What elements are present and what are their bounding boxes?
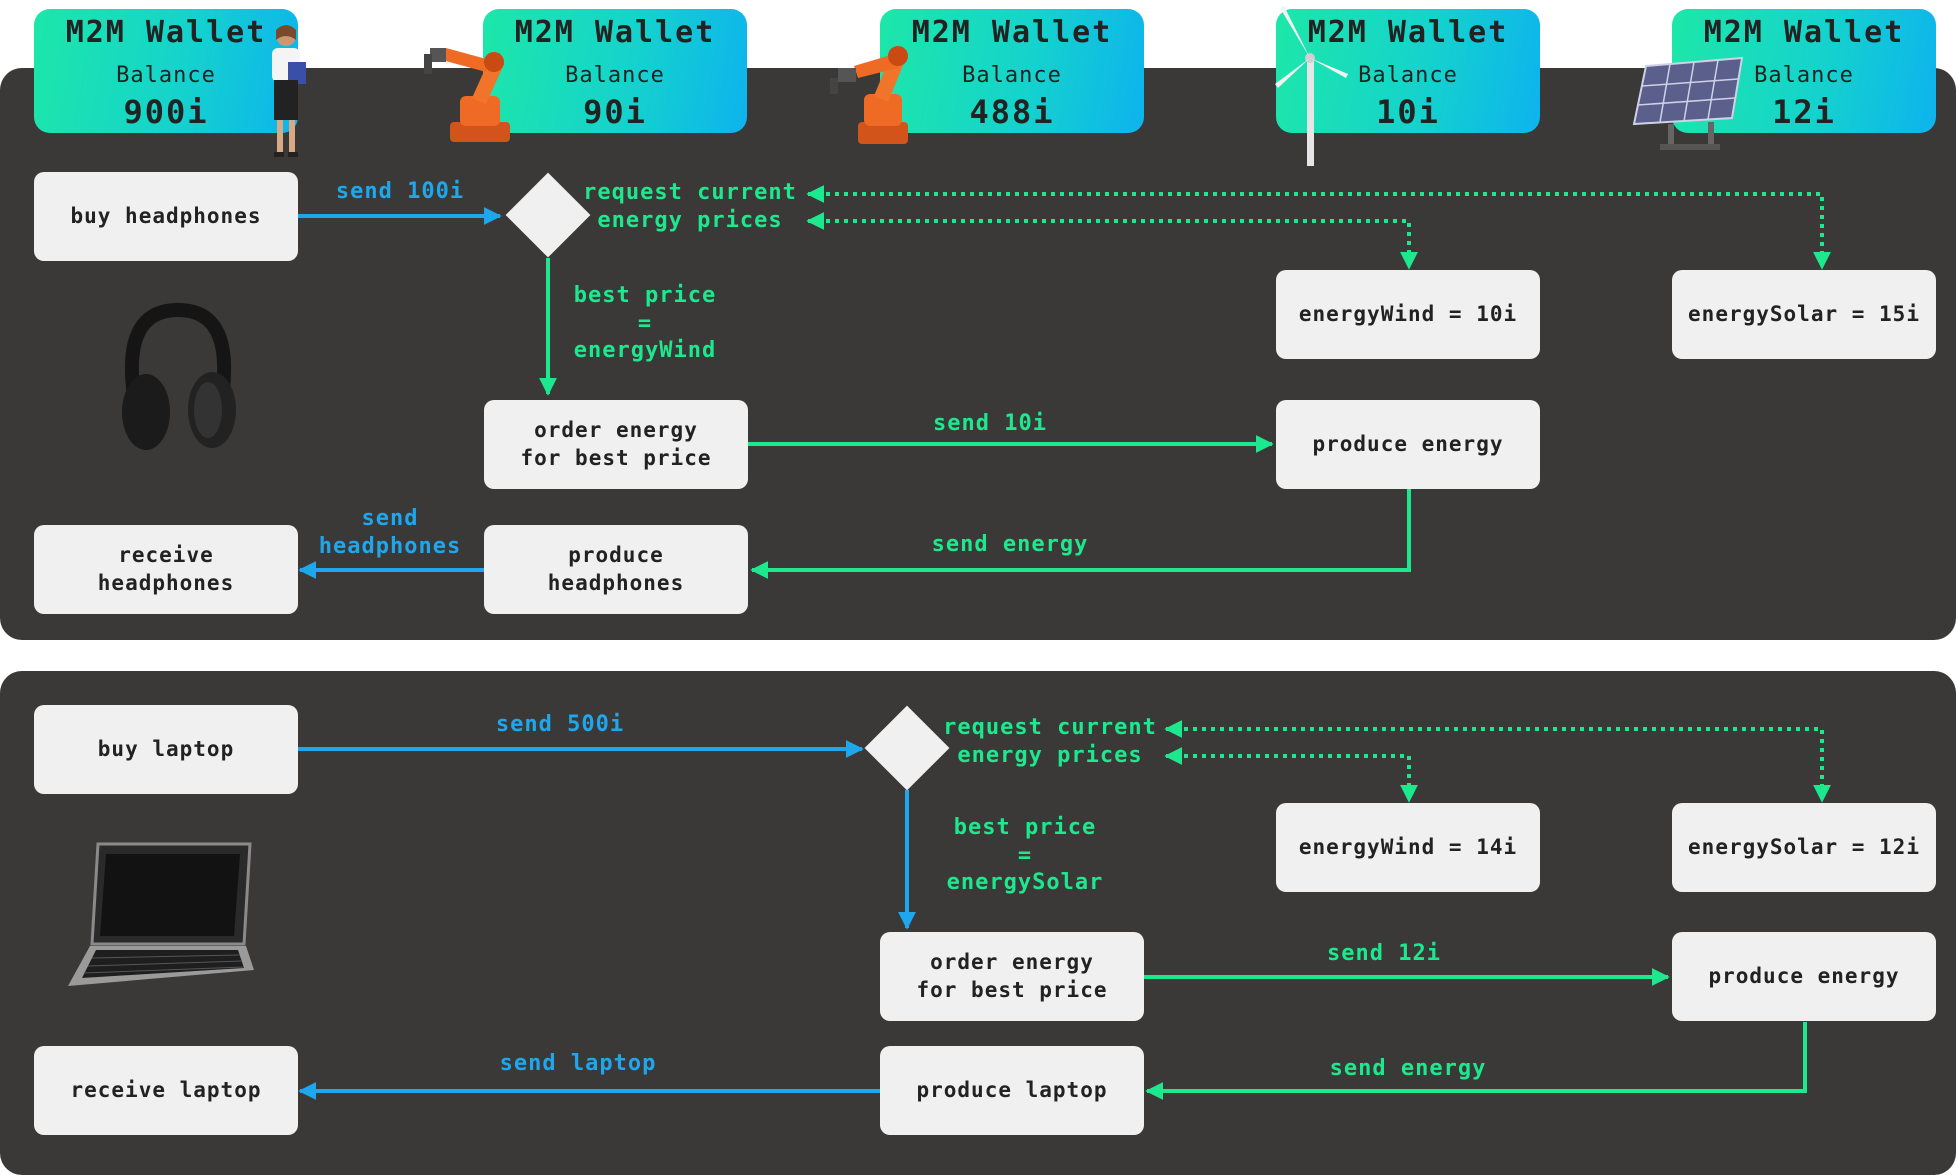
robot-arm-icon <box>424 48 510 142</box>
request-prices-label: request current energy prices <box>943 715 1157 768</box>
best-price-label: best price = energySolar <box>946 815 1104 895</box>
produce-energy-box: produce energy <box>1276 400 1540 489</box>
arrow-energy-to-produce-item-bottom <box>1145 1022 1807 1100</box>
send-product-label: send laptop <box>499 1051 657 1076</box>
receive-laptop-box: receive laptop <box>34 1046 298 1135</box>
send-payment-label: send 100i <box>335 179 465 204</box>
buy-headphones-box: buy headphones <box>34 172 298 261</box>
wallet-balance-value: 488i <box>969 93 1055 131</box>
arrow-energy-to-produce-item <box>750 489 1411 579</box>
wallet-title: M2M Wallet <box>514 15 716 50</box>
produce-laptop-box: produce laptop <box>880 1046 1144 1135</box>
order-energy-box: order energy for best price <box>484 400 748 489</box>
send-energy-label: send energy <box>1329 1056 1487 1081</box>
wallet-wind-turbine: M2M Wallet Balance 10i <box>1276 9 1540 133</box>
wallet-balance-value: 10i <box>1376 93 1440 131</box>
wallet-title: M2M Wallet <box>911 15 1113 50</box>
send-energy-label: send energy <box>931 532 1089 557</box>
wallet-balance-label: Balance <box>1358 63 1458 88</box>
wallet-balance-value: 900i <box>123 93 209 131</box>
send-payment-label: send 12i <box>1327 941 1441 966</box>
wallet-balance-label: Balance <box>116 63 216 88</box>
solar-panel-icon <box>1632 56 1744 150</box>
dotted-request-solar-bottom <box>1164 720 1831 803</box>
send-payment-label: send 500i <box>495 712 625 737</box>
headphones-scenario-panel <box>0 68 1956 640</box>
send-product-label: send headphones <box>318 506 462 559</box>
wallet-consumer: M2M Wallet Balance 900i <box>34 9 298 133</box>
produce-headphones-box: produce headphones <box>484 525 748 614</box>
wallet-balance-label: Balance <box>962 63 1062 88</box>
headphones-icon <box>122 302 236 450</box>
energy-wind-price-box: energyWind = 14i <box>1276 803 1540 892</box>
wallet-balance-value: 12i <box>1772 93 1836 131</box>
businesswoman-icon <box>272 25 306 157</box>
wallet-balance-value: 90i <box>583 93 647 131</box>
energy-solar-price-box: energySolar = 12i <box>1672 803 1936 892</box>
receive-headphones-box: receive headphones <box>34 525 298 614</box>
wallet-laptop-robot: M2M Wallet Balance 488i <box>880 9 1144 133</box>
energy-solar-price-box: energySolar = 15i <box>1672 270 1936 359</box>
wallet-title: M2M Wallet <box>1307 15 1509 50</box>
energy-wind-price-box: energyWind = 10i <box>1276 270 1540 359</box>
produce-energy-box: produce energy <box>1672 932 1936 1021</box>
wind-turbine-icon <box>1275 6 1348 166</box>
laptop-icon <box>68 842 254 986</box>
wallet-balance-label: Balance <box>565 63 665 88</box>
dotted-request-wind-bottom <box>1164 747 1418 803</box>
best-price-label: best price = energyWind <box>573 283 717 363</box>
robot-arm-icon <box>830 46 908 144</box>
wallet-headphone-robot: M2M Wallet Balance 90i <box>483 9 747 133</box>
wallet-solar-panel: M2M Wallet Balance 12i <box>1672 9 1936 133</box>
wallet-title: M2M Wallet <box>1703 15 1905 50</box>
wallet-balance-label: Balance <box>1754 63 1854 88</box>
request-prices-label: request current energy prices <box>583 180 797 233</box>
send-payment-label: send 10i <box>933 411 1047 436</box>
order-energy-box: order energy for best price <box>880 932 1144 1021</box>
dotted-request-wind <box>806 212 1418 270</box>
buy-laptop-box: buy laptop <box>34 705 298 794</box>
dotted-request-solar <box>806 185 1831 270</box>
wallet-title: M2M Wallet <box>65 15 267 50</box>
